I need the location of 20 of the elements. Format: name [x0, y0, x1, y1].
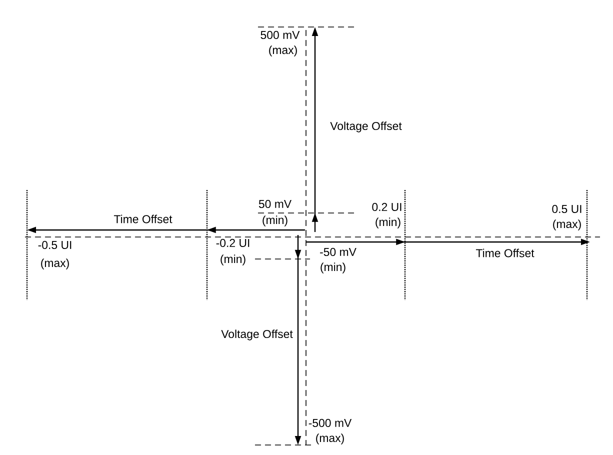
axis-label: (max) — [551, 218, 583, 232]
axis-label: 0.2 UI — [370, 202, 404, 212]
axis-label: (min) — [218, 254, 248, 266]
axis-label: (min) — [260, 214, 290, 228]
axis-label: -0.5 UI — [36, 240, 74, 250]
axis-label: -500 mV — [307, 418, 353, 428]
axis-label: -50 mV — [318, 246, 358, 258]
axis-label: Time Offset — [112, 214, 174, 224]
axis-label: (max) — [314, 432, 346, 446]
axis-label: (min) — [374, 216, 402, 230]
axis-label: -0.2 UI — [214, 238, 252, 248]
axis-label: Voltage Offset — [220, 328, 294, 342]
axis-label: (max) — [267, 44, 299, 58]
axis-label: (min) — [318, 262, 348, 274]
axis-label: 500 mV — [259, 30, 301, 40]
axis-label: 0.5 UI — [550, 204, 584, 214]
axis-label: (max) — [39, 258, 71, 270]
axis-label: 50 mV — [257, 198, 293, 210]
axis-label: Voltage Offset — [329, 120, 403, 134]
axis-label: Time Offset — [474, 248, 536, 258]
